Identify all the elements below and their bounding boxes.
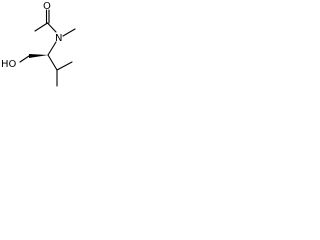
n-methyl-bond bbox=[62, 28, 76, 37]
ch2-hydroxyl-bond bbox=[19, 55, 30, 63]
n-chiral-bond bbox=[47, 41, 57, 56]
hydroxyl-label: HO bbox=[1, 59, 17, 70]
oxygen-carbonyl-label: O bbox=[43, 1, 51, 12]
isopropyl-methyl-bond-1 bbox=[56, 61, 73, 71]
chiral-isopropyl-bond bbox=[47, 54, 58, 71]
acetyl-methyl-bond bbox=[34, 22, 49, 32]
wedge-bond bbox=[29, 54, 48, 58]
nitrogen-label: N bbox=[55, 33, 62, 44]
molecule-structure: O N HO bbox=[1, 1, 76, 87]
amide-bond bbox=[46, 22, 57, 33]
